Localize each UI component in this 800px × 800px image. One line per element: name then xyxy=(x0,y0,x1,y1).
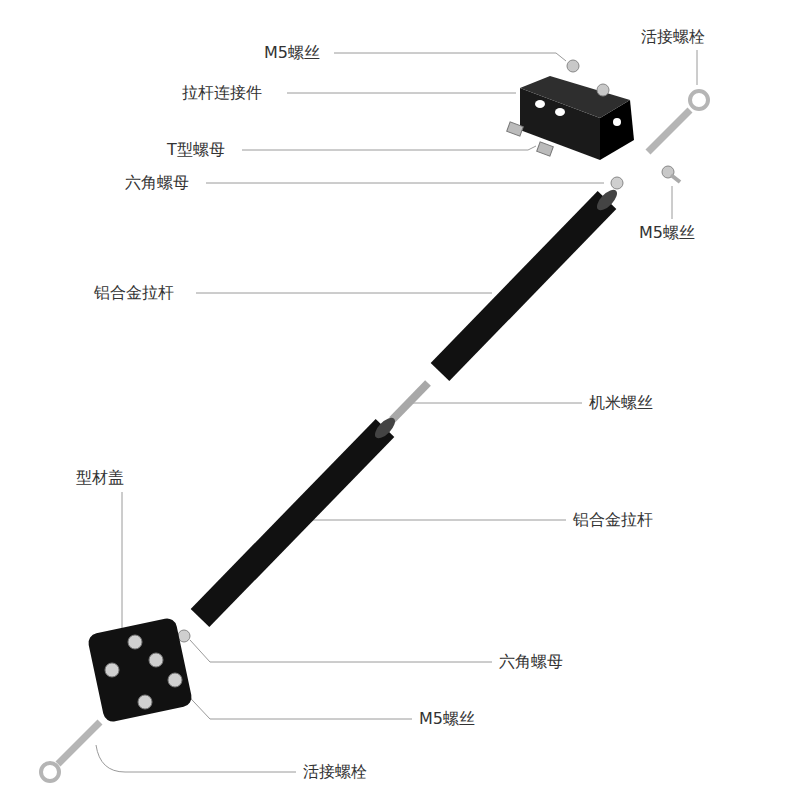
part-label: T型螺母 xyxy=(166,140,226,160)
part-label: 六角螺母 xyxy=(498,652,564,672)
part-label: 机米螺丝 xyxy=(588,393,654,413)
part-label: 铝合金拉杆 xyxy=(93,283,175,303)
part-label: 活接螺栓 xyxy=(640,27,706,47)
part-label: M5螺丝 xyxy=(418,709,476,729)
part-label: M5螺丝 xyxy=(263,43,321,63)
part-label: 铝合金拉杆 xyxy=(572,510,654,530)
part-label: M5螺丝 xyxy=(638,223,696,243)
part-label: 活接螺栓 xyxy=(302,762,368,782)
part-label: 拉杆连接件 xyxy=(181,83,263,103)
part-label: 六角螺母 xyxy=(124,173,190,193)
part-label: 型材盖 xyxy=(75,468,125,488)
